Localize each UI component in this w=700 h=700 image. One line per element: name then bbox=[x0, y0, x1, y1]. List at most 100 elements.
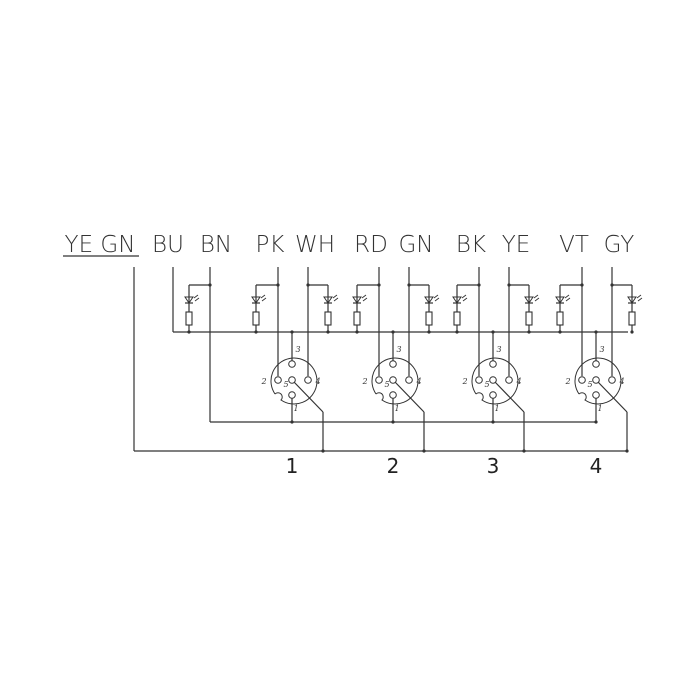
junction-dot bbox=[208, 283, 212, 287]
led-light-arrows-icon bbox=[193, 294, 200, 302]
pin-label: 3 bbox=[396, 345, 401, 354]
connector-pin bbox=[389, 376, 397, 384]
pin-label: 2 bbox=[461, 377, 467, 386]
led-icon bbox=[323, 296, 333, 304]
junction-dot bbox=[455, 330, 459, 334]
pin-label: 2 bbox=[361, 377, 367, 386]
junction-dot bbox=[355, 330, 359, 334]
wire-label: BU bbox=[152, 232, 184, 258]
connector-pin bbox=[578, 376, 586, 384]
led-icon bbox=[555, 296, 565, 304]
pin5-wire bbox=[597, 381, 628, 413]
pin-label: 3 bbox=[599, 345, 604, 354]
wire-label: PK bbox=[256, 232, 285, 258]
connector-pin bbox=[375, 376, 383, 384]
connector-pin bbox=[288, 376, 296, 384]
connector-pin bbox=[489, 376, 497, 384]
led-light-arrows-icon bbox=[461, 294, 468, 302]
resistor-icon bbox=[453, 311, 461, 326]
junction-dot bbox=[625, 449, 629, 453]
resistor-icon bbox=[556, 311, 564, 326]
junction-dot bbox=[477, 283, 481, 287]
led-light-arrows-icon bbox=[636, 294, 643, 302]
wire-label: GY bbox=[604, 232, 635, 258]
junction-dot bbox=[491, 420, 495, 424]
pin-label: 1 bbox=[494, 404, 499, 413]
connector-pin bbox=[304, 376, 312, 384]
junction-dot bbox=[507, 283, 511, 287]
led-icon bbox=[424, 296, 434, 304]
connector-pin bbox=[274, 376, 282, 384]
connector-pin bbox=[489, 391, 497, 399]
junction-dot bbox=[527, 330, 531, 334]
m12-connector-icon bbox=[371, 357, 419, 405]
pin-label: 4 bbox=[515, 377, 521, 386]
wire-label: VT bbox=[559, 232, 589, 258]
connector-pin bbox=[608, 376, 616, 384]
junction-dot bbox=[391, 330, 395, 334]
pin-label: 2 bbox=[564, 377, 570, 386]
junction-dot bbox=[407, 283, 411, 287]
connector-pin bbox=[489, 360, 497, 368]
junction-dot bbox=[276, 283, 280, 287]
wire-label: RD bbox=[354, 232, 388, 258]
pin-label: 5 bbox=[484, 380, 489, 389]
pin5-wire bbox=[494, 381, 525, 413]
resistor-icon bbox=[185, 311, 193, 326]
connector-pin bbox=[505, 376, 513, 384]
pin-label: 5 bbox=[384, 380, 389, 389]
connector-number: 1 bbox=[286, 454, 299, 478]
m12-connector-icon bbox=[471, 357, 519, 405]
pin5-wire bbox=[293, 381, 324, 413]
connector-pin bbox=[389, 360, 397, 368]
junction-dot bbox=[254, 330, 258, 334]
wire-label: BN bbox=[200, 232, 232, 258]
wire-label: GN bbox=[398, 232, 433, 258]
connector-pin bbox=[592, 391, 600, 399]
junction-dot bbox=[187, 330, 191, 334]
m12-connector-icon bbox=[270, 357, 318, 405]
pin-label: 4 bbox=[415, 377, 421, 386]
resistor-icon bbox=[525, 311, 533, 326]
connector-number: 3 bbox=[487, 454, 500, 478]
pin-label: 5 bbox=[587, 380, 592, 389]
led-icon bbox=[627, 296, 637, 304]
resistor-icon bbox=[425, 311, 433, 326]
led-light-arrows-icon bbox=[533, 294, 540, 302]
led-light-arrows-icon bbox=[361, 294, 368, 302]
junction-dot bbox=[306, 283, 310, 287]
junction-dot bbox=[558, 330, 562, 334]
resistor-icon bbox=[324, 311, 332, 326]
pin-label: 1 bbox=[293, 404, 298, 413]
pin-label: 3 bbox=[496, 345, 501, 354]
m12-connector-icon bbox=[574, 357, 622, 405]
junction-dot bbox=[326, 330, 330, 334]
led-light-arrows-icon bbox=[260, 294, 267, 302]
pin-label: 3 bbox=[295, 345, 300, 354]
wire-label-earth: YE GN bbox=[65, 232, 136, 258]
led-icon bbox=[184, 296, 194, 304]
junction-dot bbox=[491, 330, 495, 334]
connector-number: 4 bbox=[590, 454, 603, 478]
junction-dot bbox=[422, 449, 426, 453]
resistor-icon bbox=[252, 311, 260, 326]
connector-pin bbox=[389, 391, 397, 399]
led-light-arrows-icon bbox=[332, 294, 339, 302]
pin-label: 1 bbox=[394, 404, 399, 413]
led-icon bbox=[251, 296, 261, 304]
wire-label: YE bbox=[502, 232, 531, 258]
pin-label: 2 bbox=[260, 377, 266, 386]
led-light-arrows-icon bbox=[564, 294, 571, 302]
wire-label: BK bbox=[456, 232, 486, 258]
connector-pin bbox=[405, 376, 413, 384]
connector-pin bbox=[288, 391, 296, 399]
pin-label: 5 bbox=[283, 380, 288, 389]
connector-pin bbox=[592, 376, 600, 384]
junction-dot bbox=[321, 449, 325, 453]
junction-dot bbox=[290, 420, 294, 424]
pin-label: 4 bbox=[314, 377, 320, 386]
connector-number: 2 bbox=[387, 454, 400, 478]
connector-pin bbox=[592, 360, 600, 368]
connector-pin bbox=[288, 360, 296, 368]
